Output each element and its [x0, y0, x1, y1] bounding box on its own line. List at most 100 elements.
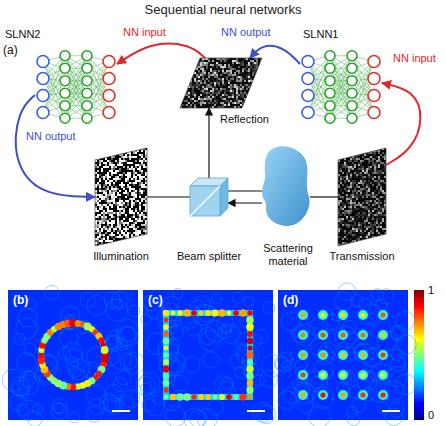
reflection-screen-outline [180, 58, 262, 108]
speckle-pixel [105, 176, 107, 178]
speckle-pixel [141, 186, 143, 188]
speckle-pixel [228, 102, 230, 104]
speckle-pixel [113, 180, 115, 182]
speckle-pixel [111, 202, 113, 204]
speckle-pixel [226, 102, 228, 104]
neuron [325, 88, 335, 98]
speckle-pixel [141, 154, 143, 156]
speckle-pixel [198, 84, 200, 86]
speckle-pixel [236, 70, 238, 72]
speckle-pixel [258, 102, 260, 104]
speckle-pixel [190, 92, 192, 94]
speckle-pixel [131, 172, 133, 174]
speckle-pixel [208, 66, 210, 68]
speckle-pixel [250, 106, 252, 108]
speckle-pixel [133, 156, 135, 158]
speckle-pixel [240, 64, 242, 66]
speckle-pixel [224, 60, 226, 62]
speckle-pixel [192, 60, 194, 62]
speckle-pixel [182, 82, 184, 84]
speckle-pixel [254, 88, 256, 90]
speckle-pixel [238, 68, 240, 70]
speckle-pixel [226, 90, 228, 92]
speckle-pixel [135, 164, 137, 166]
speckle-pixel [131, 182, 133, 184]
speckle-pixel [242, 72, 244, 74]
speckle-pixel [143, 170, 145, 172]
speckle-pixel [194, 78, 196, 80]
speckle-pixel [135, 170, 137, 172]
speckle-pixel [123, 174, 125, 176]
speckle-pixel [137, 200, 139, 202]
neuron [325, 113, 335, 123]
speckle-pixel [111, 180, 113, 182]
speckle-pixel [125, 200, 127, 202]
speckle-pixel [242, 92, 244, 94]
speckle-pixel [188, 98, 190, 100]
speckle-pixel [113, 164, 115, 166]
speckle-pixel [198, 80, 200, 82]
speckle-pixel [113, 162, 115, 164]
speckle-pixel [222, 96, 224, 98]
speckle-pixel [119, 166, 121, 168]
speckle-pixel [198, 64, 200, 66]
speckle-pixel [113, 190, 115, 192]
speckle-pixel [111, 152, 113, 154]
speckle-pixel [182, 86, 184, 88]
speckle-pixel [216, 102, 218, 104]
speckle-pixel [236, 60, 238, 62]
speckle-pixel [135, 198, 137, 200]
speckle-pixel [228, 86, 230, 88]
speckle-pixel [228, 72, 230, 74]
speckle-pixel [115, 192, 117, 194]
speckle-pixel [244, 86, 246, 88]
speckle-pixel [236, 88, 238, 90]
speckle-pixel [196, 76, 198, 78]
speckle-pixel [208, 98, 210, 100]
speckle-pixel [192, 68, 194, 70]
speckle-pixel [230, 100, 232, 102]
speckle-pixel [216, 94, 218, 96]
speckle-pixel [119, 150, 121, 152]
speckle-pixel [220, 90, 222, 92]
speckle-pixel [117, 196, 119, 198]
speckle-pixel [107, 196, 109, 198]
speckle-pixel [240, 94, 242, 96]
speckle-pixel [182, 76, 184, 78]
speckle-pixel [101, 160, 103, 162]
speckle-pixel [99, 148, 101, 150]
speckle-pixel [236, 100, 238, 102]
speckle-pixel [115, 162, 117, 164]
speckle-pixel [117, 148, 119, 150]
speckle-pixel [188, 96, 190, 98]
speckle-pixel [204, 104, 206, 106]
speckle-pixel [129, 170, 131, 172]
speckle-pixel [210, 64, 212, 66]
speckle-pixel [260, 106, 262, 108]
speckle-pixel [117, 174, 119, 176]
speckle-pixel [226, 80, 228, 82]
speckle-pixel [186, 74, 188, 76]
speckle-pixel [137, 154, 139, 156]
speckle-pixel [107, 182, 109, 184]
speckle-pixel [244, 106, 246, 108]
speckle-pixel [254, 60, 256, 62]
speckle-pixel [103, 198, 105, 200]
speckle-pixel [254, 78, 256, 80]
speckle-pixel [105, 186, 107, 188]
speckle-pixel [246, 62, 248, 64]
speckle-pixel [186, 84, 188, 86]
speckle-pixel [256, 62, 258, 64]
speckle-pixel [232, 64, 234, 66]
speckle-pixel [115, 184, 117, 186]
speckle-pixel [206, 96, 208, 98]
speckle-pixel [141, 156, 143, 158]
speckle-pixel [248, 60, 250, 62]
speckle-pixel [234, 68, 236, 70]
speckle-pixel [143, 188, 145, 190]
speckle-pixel [246, 100, 248, 102]
speckle-pixel [131, 158, 133, 160]
speckle-pixel [224, 104, 226, 106]
speckle-pixel [256, 106, 258, 108]
speckle-pixel [133, 176, 135, 178]
